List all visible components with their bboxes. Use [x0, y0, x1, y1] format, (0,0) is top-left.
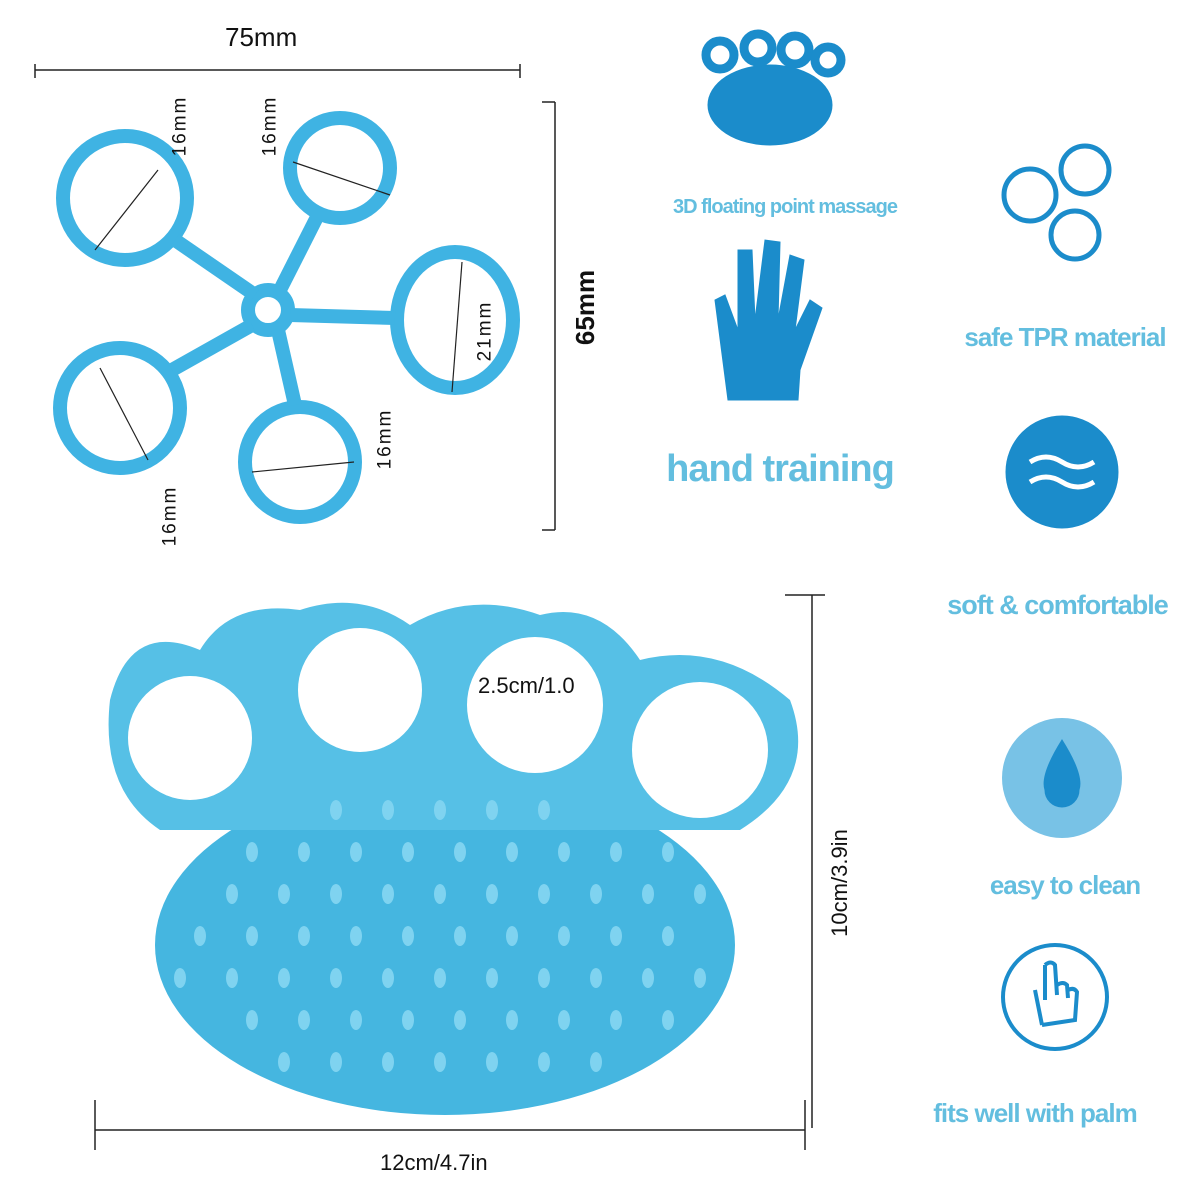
spike — [610, 842, 622, 862]
spike — [194, 926, 206, 946]
dimension-lines — [34, 64, 825, 1150]
feature-hand-training-label: hand training — [666, 448, 895, 490]
spike — [330, 1052, 342, 1072]
spike — [558, 926, 570, 946]
ring-size-label: 16mm — [259, 95, 281, 157]
spike — [454, 1010, 466, 1030]
spike — [590, 1052, 602, 1072]
spike — [278, 884, 290, 904]
spike — [298, 842, 310, 862]
spike — [350, 1010, 362, 1030]
bubbles-icon — [1001, 143, 1112, 262]
ring-size-label: 16mm — [169, 95, 191, 157]
hand-icon — [714, 239, 823, 401]
spike — [506, 926, 518, 946]
spike — [486, 968, 498, 988]
spike — [558, 842, 570, 862]
spike — [506, 842, 518, 862]
feature-massage-label: 3D floating point massage — [673, 196, 898, 218]
spike — [642, 884, 654, 904]
spike — [382, 884, 394, 904]
spike — [486, 800, 498, 820]
spike — [402, 1010, 414, 1030]
hole-size-label: 2.5cm/1.0 — [478, 673, 575, 698]
spike — [278, 1052, 290, 1072]
spike — [538, 1052, 550, 1072]
pointing-hand-icon — [1001, 943, 1109, 1051]
spike — [434, 800, 446, 820]
spike — [590, 884, 602, 904]
ring-size-label: 16mm — [374, 408, 396, 470]
ring-size-label: 16mm — [159, 485, 181, 547]
spike — [506, 1010, 518, 1030]
height-top-label: 65mm — [570, 269, 601, 346]
feature-soft-label: soft & comfortable — [947, 590, 1169, 620]
spike — [538, 800, 550, 820]
spike — [486, 1052, 498, 1072]
spike — [330, 800, 342, 820]
spike — [278, 968, 290, 988]
spike — [350, 842, 362, 862]
spike — [174, 968, 186, 988]
feature-clean-label: easy to clean — [989, 870, 1141, 900]
spike — [246, 842, 258, 862]
spike — [382, 968, 394, 988]
width-bottom-label: 12cm/4.7in — [380, 1150, 488, 1175]
spike — [330, 884, 342, 904]
spike — [226, 968, 238, 988]
spike — [662, 1010, 674, 1030]
spike — [402, 926, 414, 946]
finger-stretcher — [53, 111, 520, 524]
ring-size-label: 21mm — [474, 300, 496, 362]
spike — [434, 968, 446, 988]
spike — [402, 842, 414, 862]
spike — [298, 1010, 310, 1030]
spike — [610, 926, 622, 946]
massage-ball-icon — [701, 29, 846, 146]
spike — [454, 926, 466, 946]
spike — [434, 884, 446, 904]
feature-palm-label: fits well with palm — [933, 1098, 1137, 1128]
spike — [382, 1052, 394, 1072]
spike — [350, 926, 362, 946]
spike — [298, 926, 310, 946]
spike — [590, 968, 602, 988]
spike — [642, 968, 654, 988]
spike — [434, 1052, 446, 1072]
spike — [330, 968, 342, 988]
spike — [694, 884, 706, 904]
waves-icon — [1005, 415, 1119, 529]
spike — [662, 842, 674, 862]
spike — [694, 968, 706, 988]
width-top-label: 75mm — [225, 22, 298, 52]
spike — [226, 884, 238, 904]
spike — [538, 884, 550, 904]
spike — [246, 1010, 258, 1030]
spike — [454, 842, 466, 862]
feature-tpr-label: safe TPR material — [964, 322, 1166, 352]
spike — [610, 1010, 622, 1030]
spike — [382, 800, 394, 820]
spike — [486, 884, 498, 904]
spike — [558, 1010, 570, 1030]
height-bottom-label: 10cm/3.9in — [827, 829, 852, 937]
water-drop-icon — [1002, 718, 1122, 838]
spiky-grip-ball — [108, 602, 799, 1115]
spike — [538, 968, 550, 988]
spike — [662, 926, 674, 946]
spike — [246, 926, 258, 946]
